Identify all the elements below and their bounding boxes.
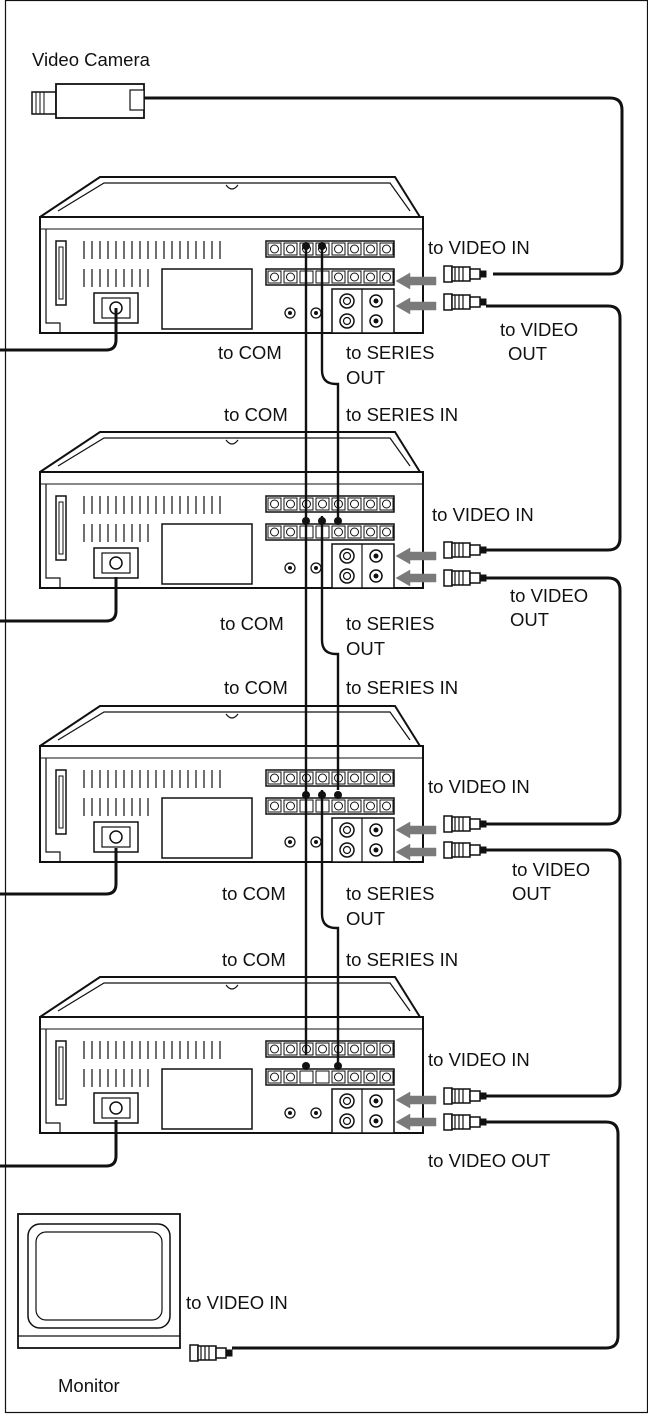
label-vcr2-series-out-line2: OUT: [346, 638, 385, 659]
power-cable-4: [0, 1120, 118, 1168]
label-vcr2-video-out-line1: to VIDEO: [510, 585, 588, 606]
power-cable-2: [0, 577, 118, 623]
com-series-wiring: [304, 243, 340, 1065]
label-vcr1-series-out-line1: to SERIES: [346, 342, 434, 363]
label-vcr2-com: to COM: [224, 404, 288, 425]
power-cable-3: [0, 848, 118, 896]
terminal-dots: [302, 242, 342, 1070]
label-vcr3-video-out-line1: to VIDEO: [512, 859, 590, 880]
label-vcr3-com-lower: to COM: [222, 883, 286, 904]
label-vcr1-series-out-line2: OUT: [346, 367, 385, 388]
monitor-bnc-connector: [189, 1344, 233, 1362]
video-camera-icon: [31, 83, 145, 119]
label-vcr4-com: to COM: [222, 949, 286, 970]
label-vcr3-series-out-line2: OUT: [346, 908, 385, 929]
label-vcr3-com: to COM: [224, 677, 288, 698]
label-vcr2-com-lower: to COM: [220, 613, 284, 634]
label-vcr4-video-out: to VIDEO OUT: [428, 1150, 550, 1171]
vcr-unit-4: [39, 976, 424, 1134]
label-monitor-video-in: to VIDEO IN: [186, 1292, 288, 1313]
video-cables: [232, 304, 622, 1350]
label-vcr4-series-in: to SERIES IN: [346, 949, 458, 970]
monitor-icon: [17, 1213, 181, 1349]
label-vcr3-series-in: to SERIES IN: [346, 677, 458, 698]
label-vcr1-video-in: to VIDEO IN: [428, 237, 530, 258]
vcr-unit-1: [39, 176, 424, 334]
label-vcr2-video-in: to VIDEO IN: [432, 504, 534, 525]
monitor-label: Monitor: [58, 1375, 120, 1396]
camera-cable: [144, 96, 624, 276]
label-vcr3-video-in: to VIDEO IN: [428, 776, 530, 797]
label-vcr1-com: to COM: [218, 342, 282, 363]
label-vcr1-video-out-line2: OUT: [508, 343, 547, 364]
label-vcr3-series-out-line1: to SERIES: [346, 883, 434, 904]
label-vcr3-video-out-line2: OUT: [512, 883, 551, 904]
label-vcr2-series-in: to SERIES IN: [346, 404, 458, 425]
label-vcr2-video-out-line2: OUT: [510, 609, 549, 630]
vcr-unit-3: [39, 705, 424, 863]
label-vcr2-series-out-line1: to SERIES: [346, 613, 434, 634]
label-vcr1-video-out-line1: to VIDEO: [500, 319, 578, 340]
power-cable-1: [0, 308, 118, 352]
label-vcr4-video-in: to VIDEO IN: [428, 1049, 530, 1070]
vcr-unit-2: [39, 431, 424, 589]
camera-label: Video Camera: [32, 49, 151, 70]
